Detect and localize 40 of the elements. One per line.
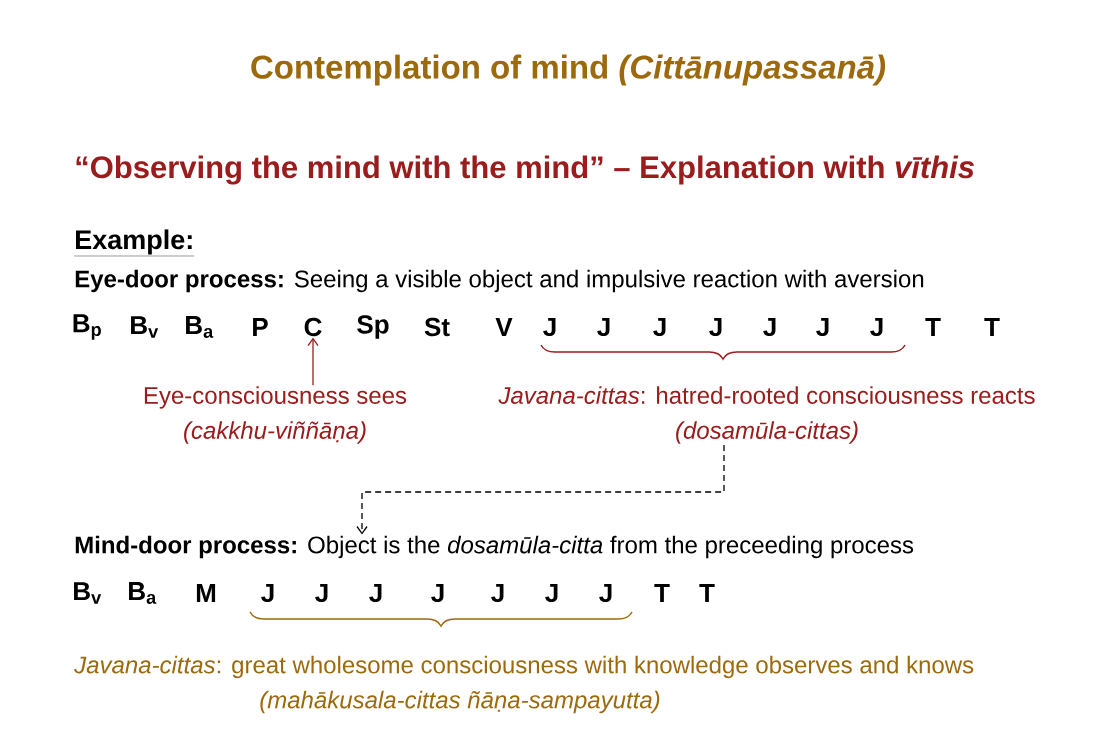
letter: J <box>597 317 610 337</box>
letter: J <box>261 583 274 603</box>
letter: B$_{a}$ <box>129 582 157 604</box>
letter: B$_{a}$ <box>186 316 214 338</box>
arrow <box>356 444 725 535</box>
letter: J <box>653 317 666 337</box>
letter: C <box>304 317 322 337</box>
letter: P <box>253 318 268 336</box>
letter: J <box>315 583 328 603</box>
letter: B$_{v}$ <box>131 316 159 338</box>
letter: B$_{p}$ <box>73 314 101 340</box>
annotation-text: Javana-cittas: great wholesome consciousness with knowledge observes and knows <box>74 655 974 679</box>
letter: J <box>816 317 829 337</box>
annotation-text: Javana-cittas: hatred-rooted consciousness reacts (dosamūla-cittas) <box>498 386 1035 444</box>
letter: M <box>196 584 216 602</box>
letter: B$_{v}$ <box>74 582 102 604</box>
letter: J <box>491 583 504 603</box>
annotation-text: (mahākusala-cittas ñāṇa-sampayutta) <box>260 690 660 714</box>
section-label: Example: <box>74 229 195 257</box>
letter: J <box>431 583 444 603</box>
letter: T <box>654 584 670 602</box>
annotation-text: Eye-consciousness sees (cakkhu-viññāṇa) <box>144 386 407 444</box>
process-heading: Eye-door process: Seeing a visible object and impulsive reaction with aversion <box>75 269 924 293</box>
letter: J <box>709 317 722 337</box>
letter: St <box>424 317 450 337</box>
letter: V <box>495 318 513 336</box>
arrow <box>307 337 319 386</box>
letter: T <box>699 584 715 602</box>
letter: T <box>925 318 941 336</box>
letter: J <box>763 317 776 337</box>
letter: Sp <box>357 315 389 339</box>
letter: J <box>599 583 612 603</box>
letter: T <box>984 318 1000 336</box>
title: Contemplation of mind (Cittānupassanā) <box>251 54 886 86</box>
subtitle: “Observing the mind with the mind” – Explanation with vīthis <box>76 155 974 185</box>
letter: J <box>870 317 883 337</box>
letter: J <box>369 583 382 603</box>
process-heading: Mind-door process: Object is the dosamūla-citta from the preceeding process <box>75 535 914 559</box>
letter: J <box>543 317 556 337</box>
letter: J <box>545 583 558 603</box>
